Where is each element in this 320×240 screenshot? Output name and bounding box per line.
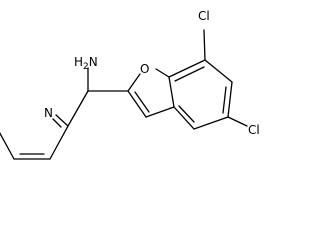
bond-pyr-c2-c3 (49, 125, 69, 160)
bond-c7-cl (203, 29, 206, 61)
bond-c4-c3a-inner (178, 105, 195, 123)
bond-c3-c3a (145, 106, 175, 118)
bond-pyr-c2-n (55, 114, 69, 127)
bond-c2-o1 (127, 73, 141, 92)
bond-c7a-c7 (168, 59, 206, 78)
bond-c5-c4 (193, 116, 229, 130)
bond-c6-c5-inner (222, 86, 227, 114)
chlorine-bottom-label: Cl (248, 123, 260, 137)
bond-c2-c3-inner (134, 91, 150, 113)
amine-label: H2N (74, 55, 98, 72)
bond-pyr-c4-c5 (0, 131, 15, 160)
bonds (0, 29, 248, 160)
bond-c5-cl (227, 116, 248, 127)
pyridine-nitrogen-label: N (44, 106, 53, 120)
bond-c7a-c7-inner (174, 66, 205, 82)
atom-labels: H2N O N Cl Cl (44, 9, 260, 137)
chlorine-top-label: Cl (198, 9, 210, 23)
bond-c6-c5 (227, 81, 233, 118)
bond-c4-c3a (173, 106, 195, 130)
furan-oxygen-label: O (140, 62, 149, 76)
bond-c7-c6 (204, 59, 233, 83)
bond-o1-c7a (155, 68, 170, 78)
bond-c2-c3 (127, 90, 147, 118)
bond-pyr-to-ch (67, 90, 89, 127)
molecule-drawing: H2N O N Cl Cl (0, 9, 260, 160)
structure-figure: H2N O N Cl Cl (0, 9, 260, 160)
bond-pyr-c2-n-inner (52, 118, 62, 128)
bond-c3a-c7a (168, 76, 175, 108)
